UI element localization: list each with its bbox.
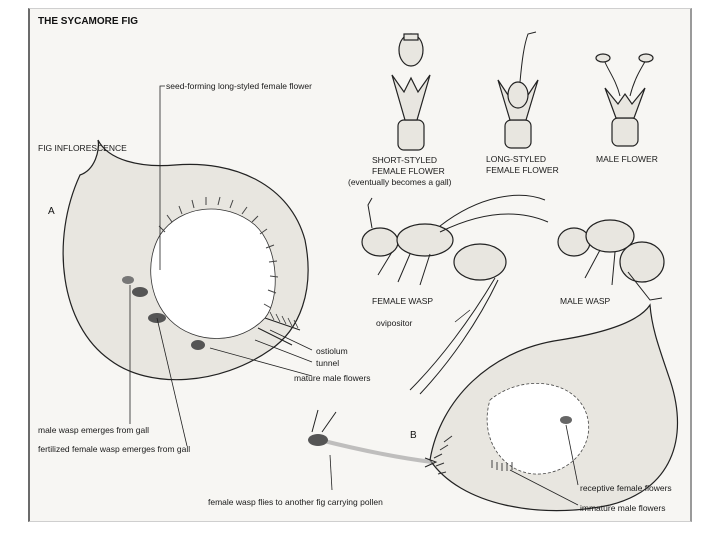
label-ostiolum: ostiolum xyxy=(316,346,348,356)
label-short-styled-1: SHORT-STYLED xyxy=(372,155,437,165)
label-immature-male: immature male flowers xyxy=(580,503,666,513)
leader-lines xyxy=(129,85,579,506)
label-female-flies: female wasp flies to another fig carryin… xyxy=(208,497,383,507)
label-fig-inflorescence: FIG INFLORESCENCE xyxy=(38,143,127,153)
label-tunnel: tunnel xyxy=(316,358,339,368)
label-receptive-female: receptive female flowers xyxy=(580,483,672,493)
label-long-styled-2: FEMALE FLOWER xyxy=(486,165,559,175)
label-ovipositor: ovipositor xyxy=(376,318,413,328)
fig-b-drawing xyxy=(429,303,678,512)
female-wasp-drawing xyxy=(361,194,549,395)
label-male-wasp: MALE WASP xyxy=(560,296,611,306)
panel-b-letter: B xyxy=(410,430,417,441)
panel-a-letter: A xyxy=(48,206,55,217)
fig-a-drawing xyxy=(62,139,309,381)
label-male-wasp-emerges: male wasp emerges from gall xyxy=(38,425,149,435)
label-short-styled-3: (eventually becomes a gall) xyxy=(348,177,452,187)
male-wasp-drawing xyxy=(557,219,665,301)
label-female-wasp: FEMALE WASP xyxy=(372,296,433,306)
male-flower-drawing xyxy=(595,53,654,147)
diagram-title: THE SYCAMORE FIG xyxy=(38,16,138,27)
label-fertilized-female: fertilized female wasp emerges from gall xyxy=(38,444,190,454)
label-long-styled-1: LONG-STYLED xyxy=(486,154,546,164)
flying-wasp-drawing xyxy=(308,409,438,468)
label-mature-male-flowers: mature male flowers xyxy=(294,373,371,383)
label-seed-forming: seed-forming long-styled female flower xyxy=(166,81,312,91)
long-styled-flower-drawing xyxy=(497,31,539,149)
label-male-flower: MALE FLOWER xyxy=(596,154,658,164)
short-styled-flower-drawing xyxy=(391,33,431,151)
label-short-styled-2: FEMALE FLOWER xyxy=(372,166,445,176)
